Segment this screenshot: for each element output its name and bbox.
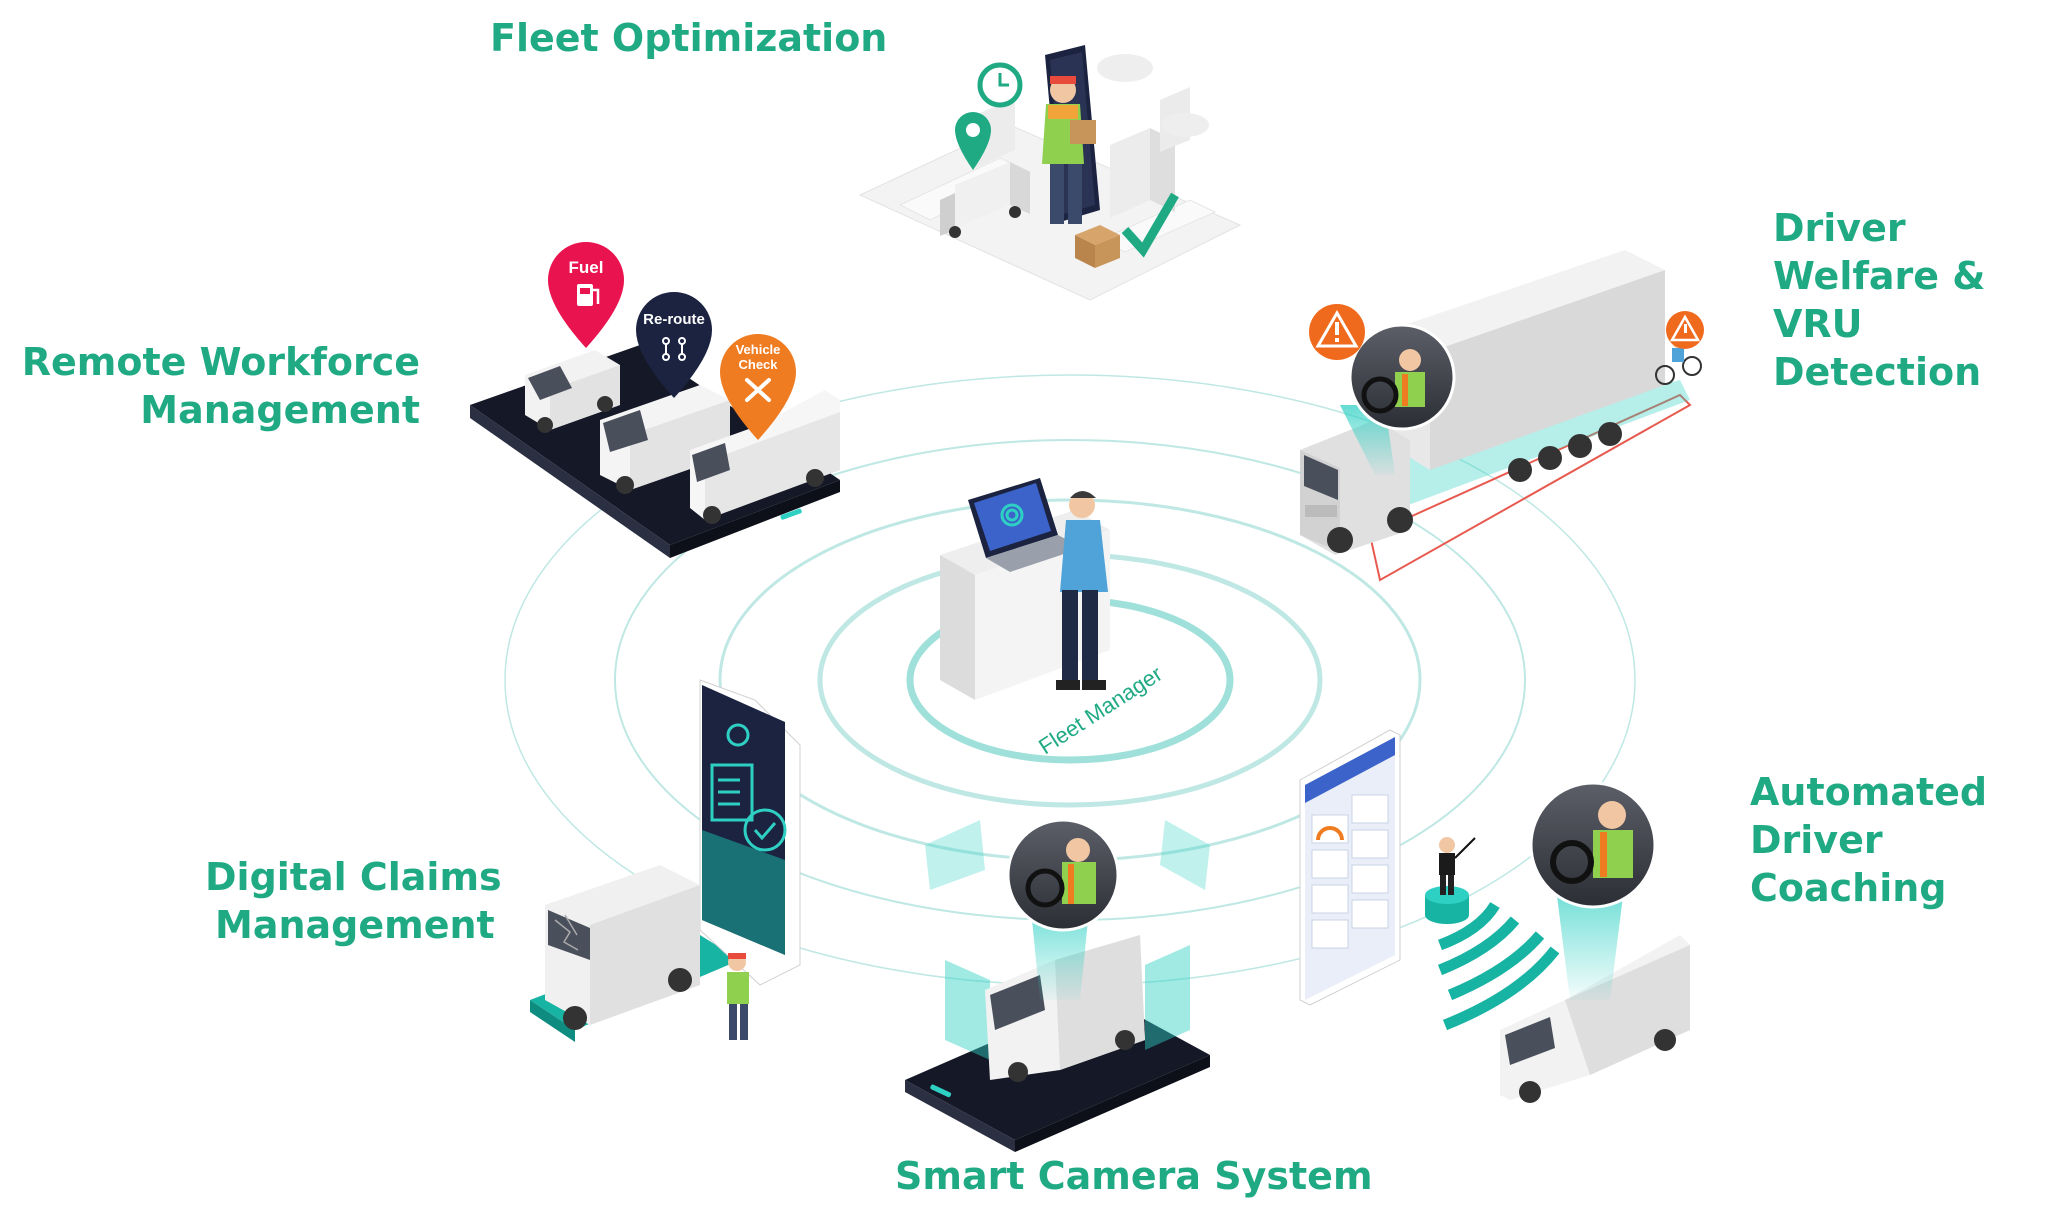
vehicle-check-line1: Vehicle [736,342,781,357]
fleet-optimization-label: Fleet Optimization [490,14,887,62]
wrench-icon [745,378,771,402]
fuel-pump-icon [577,284,600,306]
checklist-icon [710,723,787,852]
remote-workforce-label: Remote Workforce Management [22,338,420,434]
driver-coaching-illustration [1299,729,1690,1103]
vehicle-check-line2: Check [738,357,778,372]
driver-coaching-line-3: Coaching [1750,866,1947,910]
fleet-optimization-line-1: Fleet Optimization [490,16,888,60]
location-pin-icon [955,112,991,170]
warning-icon [1666,311,1704,349]
fingerprint-icon [1000,503,1024,527]
remote-workforce-illustration [470,345,840,558]
driver-coaching-line-1: Automated [1750,770,1988,814]
fuel-pin-label: Fuel [569,258,604,277]
smart-camera-label: Smart Camera System [895,1152,1373,1200]
smart-camera-illustration [905,818,1210,1152]
digital-claims-label: Digital Claims Management [205,853,502,949]
driver-welfare-line-1: Driver [1773,206,1906,250]
digital-claims-line-2: Management [215,903,495,947]
driver-welfare-label: Driver Welfare & VRU Detection [1773,204,1985,396]
fleet-optimization-illustration [858,45,1242,301]
driver-welfare-line-2: Welfare & [1773,254,1986,298]
fleet-manager-label: Fleet Manager [1034,661,1167,759]
clock-icon [977,62,1023,108]
digital-claims-line-1: Digital Claims [205,855,502,899]
digital-claims-illustration [530,679,801,1042]
route-icon [662,337,686,361]
driver-welfare-line-3: VRU [1773,302,1863,346]
reroute-pin-label: Re-route [643,311,705,328]
fleet-manager-station: Fleet Manager [940,478,1167,759]
driver-coaching-label: Automated Driver Coaching [1750,768,1987,912]
remote-workforce-line-1: Remote Workforce [21,340,420,384]
fleet-manager-person [1056,491,1108,690]
vehicle-check-pin: Vehicle Check [720,334,796,440]
fuel-pin: Fuel [548,242,624,348]
smart-camera-line-1: Smart Camera System [895,1154,1373,1198]
checkmark-icon [1121,192,1179,258]
warning-icon [1309,304,1365,360]
remote-workforce-line-2: Management [140,388,420,432]
driver-coaching-line-2: Driver [1750,818,1883,862]
reroute-pin: Re-route [636,292,712,398]
driver-welfare-line-4: Detection [1773,350,1982,394]
driver-welfare-illustration [1300,250,1704,582]
